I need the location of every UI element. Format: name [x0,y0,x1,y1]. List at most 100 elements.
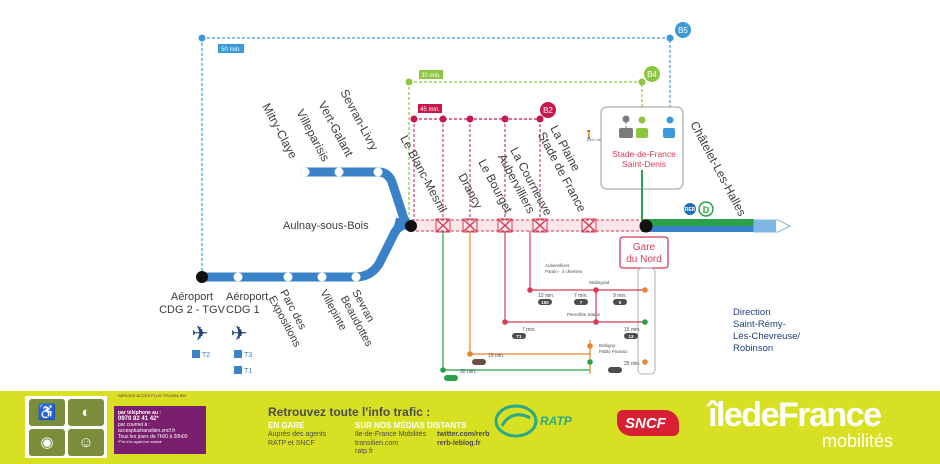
ratp-logo-icon [494,404,538,438]
accessibility-panel: ♿ ◐ ◉ ☺ [25,396,107,458]
terminal-badge [234,350,242,358]
social-links[interactable]: twitter.com/rerb rerb-leblog.fr [437,431,490,447]
b5-badge-circle [675,22,691,38]
remote-media-heading: SUR NOS MÉDIAS DISTANTS [355,421,467,430]
bus-line-5: 146 [493,360,501,365]
b5-node-end [666,34,674,42]
mental-disability-icon: ☺ [68,429,104,456]
b5-node [198,34,206,42]
service-phone-label: par téléphone au : [118,410,162,416]
in-station-text: Auprès des agents RATP et SNCF [268,431,327,447]
bus-duration-6: 25 min. [624,361,640,367]
b2-node [501,115,509,123]
b4-badge-label: B4 [647,70,657,79]
cdg2-terminus [196,271,208,283]
rer-b-disrupted-section [410,219,643,232]
service-email[interactable]: accesplustransilien.sncf.fr [118,428,176,434]
closed-station-x [582,219,596,232]
b4-stop [638,116,646,124]
remote-media-text[interactable]: Ile-de-France Mobilités transilien.com r… [355,431,427,455]
bus-stop-dot [593,319,599,325]
bus-stop-pierrefitte: Pierrefitte Stains [567,312,601,317]
bus-stop-dot [642,319,648,325]
bus-duration-1: 7 min. [574,293,588,299]
station-stop [300,167,310,177]
service-title: SERVICE ACCÈS PLUS TRANSILIEN [118,393,187,398]
bus-line-3: T1 [516,334,522,339]
bus-line-badge [472,359,486,365]
bus-line-4: 13 [628,334,634,339]
rer-d-label: D [703,205,710,215]
sncf-logo [617,410,679,436]
bus-stop-dot [527,287,533,293]
bus-stop-dot [642,287,648,293]
bus-line-badge [444,375,458,381]
b4-duration-box [419,70,443,79]
bus-icon [663,128,675,138]
station-mitry-claye: Mitry-Claye [259,101,300,161]
bus-duration-3: 7 min. [522,327,536,333]
bus-stop-bobigny: Bobigny-Pablo Picasso [599,343,628,354]
bus-line-2: 5 [619,300,622,305]
walk-time: 5 min [592,137,602,142]
sncf-logo-text: SNCF [625,415,666,432]
ratp-logo-text: RATP [540,414,572,428]
station-chatelet: Châtelet-Les-Halles [687,119,749,219]
bus-stop-dot [587,343,593,349]
b5-duration: 50 min. [221,47,241,53]
bus-duration-7: 30 min. [460,369,476,375]
wheelchair-icon: ♿ [29,399,65,426]
direction-arrow [754,220,776,232]
airplane-icon: ✈ [192,323,209,345]
station-stop [351,272,361,282]
visual-impairment-icon: ◉ [29,429,65,456]
in-station-heading: EN GARE [268,421,305,430]
b4-badge-circle [644,66,660,82]
traffic-info-heading: Retrouvez toute l'info trafic : [268,405,431,419]
station-stop [373,167,383,177]
idf-mobilites-sub: mobilités [822,431,894,451]
bus-duration-2: 9 min. [613,293,627,299]
b5-stop [666,116,674,124]
station-aulnay: Aulnay-sous-Bois [283,220,369,232]
closed-station-x [463,219,477,232]
b4-node-end [638,78,646,86]
bus-line-badge [512,333,526,339]
bus-stop-dot [642,359,648,365]
closed-station-box [581,218,597,233]
station-stop [317,272,327,282]
gare-du-nord-column [637,267,656,375]
b2-badge-circle [540,102,556,118]
rer-d-circle [698,201,714,217]
b2-badge-label: B2 [543,106,553,115]
station-drancy: Drancy [455,171,485,211]
b2-node [439,115,447,123]
idf-mobilites-logo: îledeFrance [708,396,882,434]
b2-node [536,115,544,123]
b2-duration-box [418,104,442,113]
service-box: par téléphone au : 0970 82 41 42* par co… [114,406,206,454]
rer-b-mitry-branch [300,167,410,227]
service-hours: Tous les jours de 7h00 à 20h00 [118,434,188,440]
bus-stop-stalingrad: Stalingrad [589,280,610,285]
walk-node [622,115,630,123]
bus-stop-dot [502,319,508,325]
terminal-t1: T1 [244,368,252,375]
station-stop [233,272,243,282]
rer-badge-circle [684,203,696,215]
closed-station-x [533,219,547,232]
service-phone[interactable]: 0970 82 41 42* [118,416,159,422]
bus-line-6: 5 [632,368,635,373]
rer-badge-label: RER [685,207,696,213]
terminal-t3: T3 [244,352,252,359]
walk-icon: 🚶 [583,129,595,142]
bus-line-badge [624,333,638,339]
bus-line-badge [574,299,588,305]
b4-node [405,78,413,86]
